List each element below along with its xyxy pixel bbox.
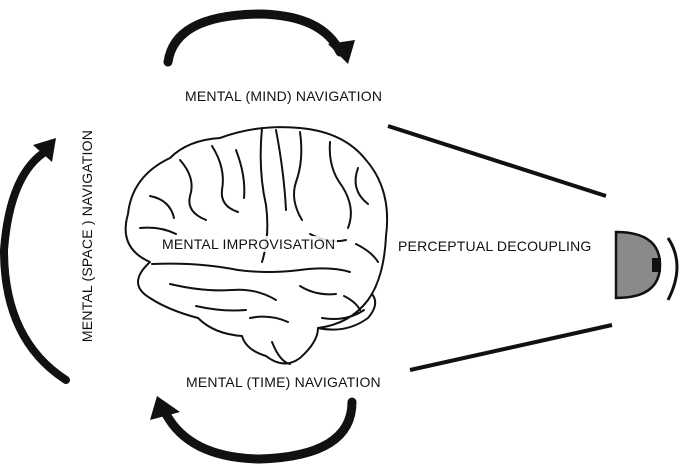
eye-icon bbox=[614, 230, 679, 301]
bottom-curved-arrow-icon bbox=[150, 396, 357, 464]
mental-improvisation-label: MENTAL IMPROVISATION bbox=[160, 236, 338, 252]
time-navigation-label: MENTAL (TIME) NAVIGATION bbox=[186, 374, 381, 390]
perceptual-decoupling-label: PERCEPTUAL DECOUPLING bbox=[398, 238, 592, 254]
perception-lines bbox=[387, 124, 613, 372]
space-navigation-label: MENTAL (SPACE ) NAVIGATION bbox=[79, 129, 95, 343]
left-curved-arrow-icon bbox=[0, 138, 70, 384]
mind-navigation-label: MENTAL (MIND) NAVIGATION bbox=[185, 88, 383, 104]
top-curved-arrow-icon bbox=[163, 9, 355, 67]
brain-illustration bbox=[124, 126, 389, 365]
